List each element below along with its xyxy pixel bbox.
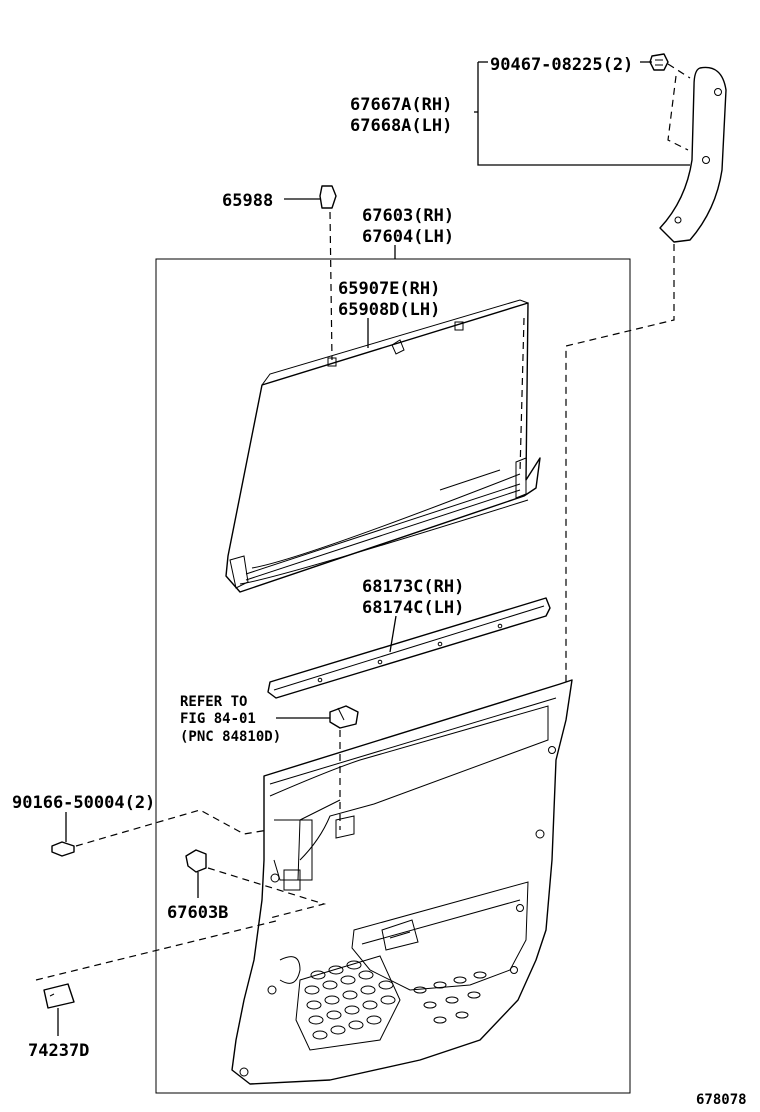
label-clip-67603b: 67603B	[167, 903, 228, 923]
screw-icon	[51, 841, 75, 857]
clip-fastener-icon	[649, 53, 669, 71]
label-clip-65988: 65988	[222, 191, 273, 211]
label-weatherstrip-rh: 68173C(RH)	[362, 577, 464, 597]
label-refer-line1: REFER TO	[180, 694, 247, 710]
weatherstrip-part	[267, 597, 551, 699]
clip-65988-icon	[319, 185, 337, 209]
upper-trim-panel	[659, 66, 727, 243]
label-panel-upper-rh: 67667A(RH)	[350, 95, 452, 115]
label-refer-line3: (PNC 84810D)	[180, 729, 281, 745]
figure-number: 678078	[696, 1092, 747, 1108]
switch-base-icon	[329, 705, 359, 729]
door-trim-board	[231, 679, 573, 1085]
label-refer-line2: FIG 84-01	[180, 711, 256, 727]
label-board-rh: 67603(RH)	[362, 206, 454, 226]
storage-net	[295, 955, 487, 1051]
clip-67603b-icon	[185, 849, 207, 873]
label-cap-74237d: 74237D	[28, 1041, 89, 1061]
assembly-frame	[155, 258, 631, 1094]
label-board-lh: 67604(LH)	[362, 227, 454, 247]
label-fastener-top: 90467-08225(2)	[490, 55, 633, 75]
sunshade-assembly	[225, 299, 541, 593]
label-weatherstrip-lh: 68174C(LH)	[362, 598, 464, 618]
label-sunshade-lh: 65908D(LH)	[338, 300, 440, 320]
cap-74237d-icon	[43, 983, 75, 1009]
label-sunshade-rh: 65907E(RH)	[338, 279, 440, 299]
label-panel-upper-lh: 67668A(LH)	[350, 116, 452, 136]
label-screw: 90166-50004(2)	[12, 793, 155, 813]
